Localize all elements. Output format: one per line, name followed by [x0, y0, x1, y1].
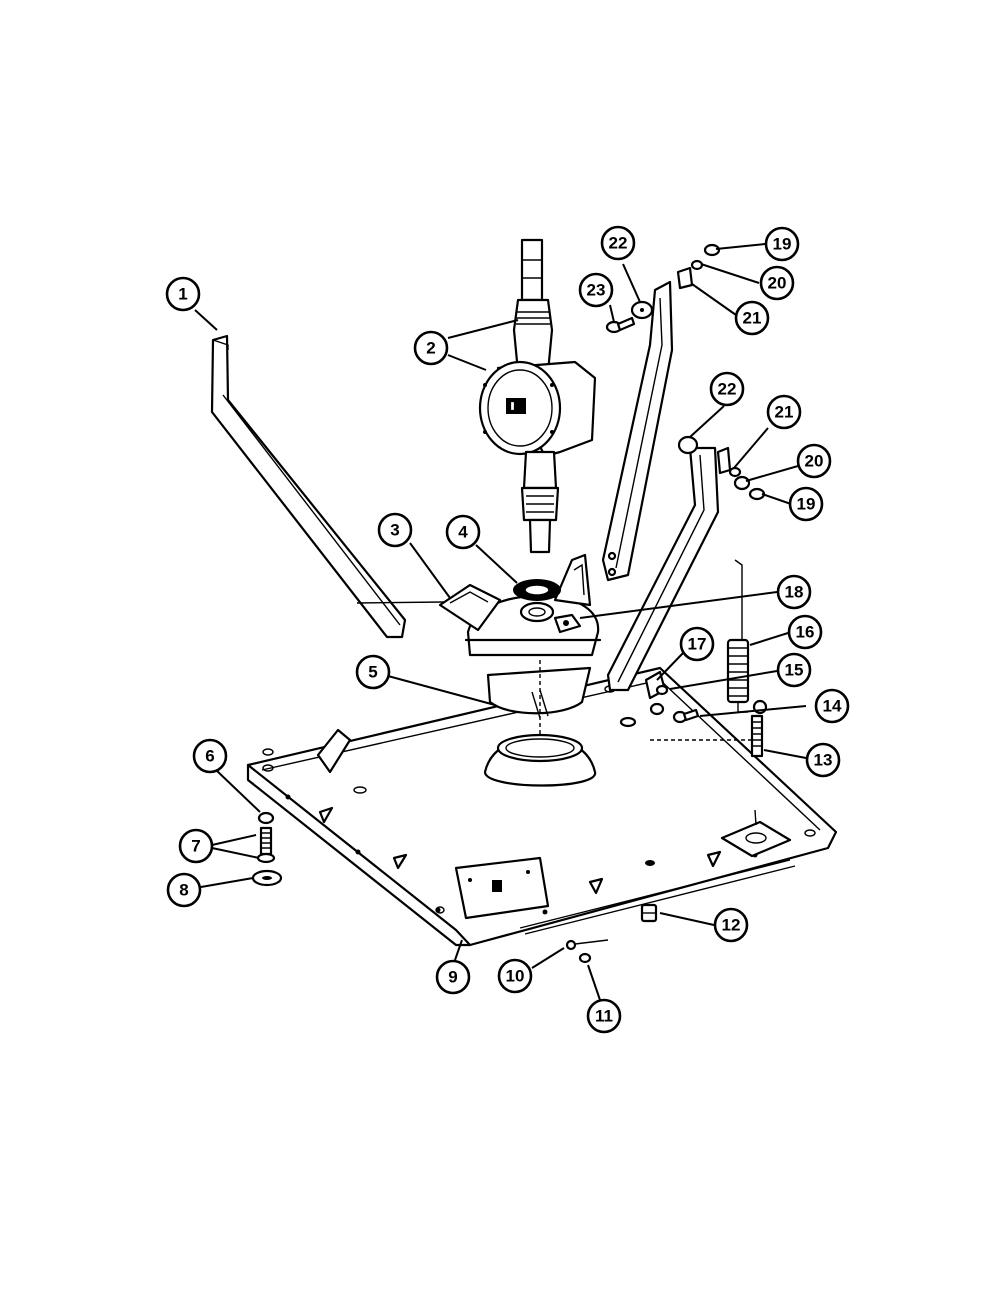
left-support-leg — [210, 334, 446, 639]
svg-text:15: 15 — [785, 661, 804, 680]
svg-text:5: 5 — [368, 663, 377, 682]
callout-12: 12 — [713, 907, 749, 943]
rear-support-leg — [601, 266, 694, 582]
hardware — [251, 243, 766, 964]
callout-22-upper: 22 — [600, 225, 636, 261]
callout-6: 6 — [192, 738, 228, 774]
svg-text:22: 22 — [609, 234, 628, 253]
callout-14: 14 — [814, 688, 850, 724]
svg-text:9: 9 — [448, 968, 457, 987]
svg-text:14: 14 — [823, 697, 842, 716]
brake-housing — [438, 553, 602, 657]
callout-19-upper: 19 — [764, 226, 800, 262]
svg-text:23: 23 — [587, 281, 606, 300]
callout-2: 2 — [413, 330, 449, 366]
callout-5: 5 — [355, 654, 391, 690]
svg-text:16: 16 — [796, 623, 815, 642]
transmission-assembly — [478, 238, 597, 554]
svg-text:22: 22 — [718, 380, 737, 399]
svg-text:7: 7 — [191, 837, 200, 856]
callout-22-lower: 22 — [709, 371, 745, 407]
callout-11: 11 — [586, 998, 622, 1034]
callout-10: 10 — [497, 958, 533, 994]
callout-3: 3 — [377, 512, 413, 548]
svg-text:2: 2 — [426, 339, 435, 358]
callout-4: 4 — [445, 514, 481, 550]
callout-20-lower: 20 — [796, 443, 832, 479]
svg-text:11: 11 — [595, 1007, 613, 1026]
callout-7: 7 — [178, 828, 214, 864]
svg-text:3: 3 — [390, 521, 399, 540]
split-shield — [486, 660, 592, 735]
svg-text:10: 10 — [506, 967, 525, 986]
callout-21-upper: 21 — [734, 300, 770, 336]
callout-9: 9 — [435, 959, 471, 995]
svg-text:6: 6 — [205, 747, 214, 766]
callout-17: 17 — [679, 626, 715, 662]
callout-15: 15 — [776, 652, 812, 688]
base-plate — [246, 666, 838, 947]
svg-text:17: 17 — [688, 635, 707, 654]
callout-13: 13 — [805, 742, 841, 778]
svg-text:1: 1 — [178, 285, 187, 304]
svg-text:8: 8 — [179, 881, 188, 900]
callouts: 1 2 3 4 5 6 7 8 9 10 11 12 13 14 15 16 1… — [165, 225, 850, 1034]
svg-text:19: 19 — [773, 235, 792, 254]
svg-text:13: 13 — [814, 751, 833, 770]
callout-21-lower: 21 — [766, 394, 802, 430]
svg-text:20: 20 — [805, 452, 824, 471]
leader-lines — [194, 243, 807, 1001]
callout-19-lower: 19 — [788, 486, 824, 522]
svg-text:19: 19 — [797, 495, 816, 514]
svg-text:21: 21 — [775, 403, 794, 422]
callout-1: 1 — [165, 276, 201, 312]
svg-text:12: 12 — [722, 916, 741, 935]
callout-8: 8 — [166, 872, 202, 908]
svg-text:4: 4 — [458, 523, 468, 542]
svg-text:18: 18 — [785, 583, 804, 602]
callout-16: 16 — [787, 614, 823, 650]
callout-20-upper: 20 — [759, 265, 795, 301]
front-right-leg — [606, 446, 732, 700]
svg-text:20: 20 — [768, 274, 787, 293]
svg-text:21: 21 — [743, 309, 762, 328]
callout-18: 18 — [776, 574, 812, 610]
callout-23: 23 — [578, 272, 614, 308]
spring-assembly — [650, 559, 768, 758]
